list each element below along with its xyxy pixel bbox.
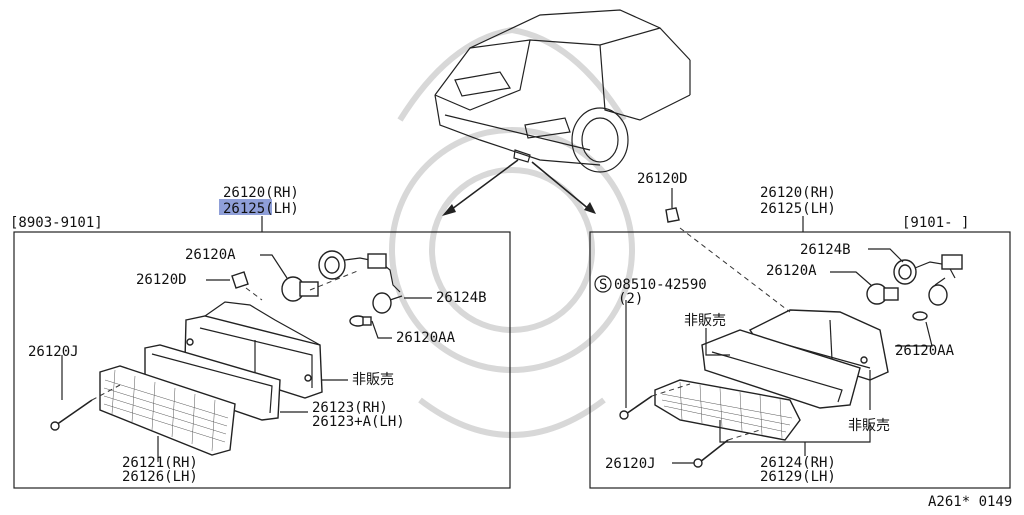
left-label-26120j: 26120J	[28, 344, 79, 360]
left-header-rh: 26120(RH)	[223, 185, 299, 201]
lens-icon	[654, 379, 801, 441]
left-label-26126-lh: 26126(LH)	[122, 469, 198, 485]
socket-icon	[893, 254, 963, 306]
right-header-lh: 26125(LH)	[760, 201, 836, 217]
screw-icon	[619, 395, 653, 420]
right-label-26120d: 26120D	[637, 171, 688, 187]
left-label-26123a-lh: 26123+A(LH)	[312, 414, 405, 430]
clip-icon	[231, 271, 249, 289]
left-date-range: [8903-9101]	[10, 215, 103, 231]
right-panel-frame	[589, 231, 1011, 489]
right-parts	[619, 254, 963, 468]
left-parts	[50, 250, 403, 456]
left-label-26120aa: 26120AA	[396, 330, 456, 346]
right-label-screw-qty: (2)	[618, 291, 643, 307]
bulb-icon	[866, 283, 899, 305]
housing-icon	[184, 301, 323, 399]
right-label-26120j: 26120J	[605, 456, 656, 472]
clip-icon	[665, 207, 680, 223]
right-label-screw-code: 08510-42590	[614, 277, 707, 293]
right-label-26120aa: 26120AA	[895, 343, 955, 359]
right-label-26124b: 26124B	[800, 242, 851, 258]
right-header-rh: 26120(RH)	[760, 185, 836, 201]
small-bulb-icon	[349, 315, 372, 327]
left-label-26124b: 26124B	[436, 290, 487, 306]
right-label-not-for-sale-1: 非販売	[684, 313, 726, 329]
right-label-26120a: 26120A	[766, 263, 817, 279]
highlight-box	[219, 199, 272, 215]
right-label-26124-rh: 26124(RH)	[760, 455, 836, 471]
screw-icon	[693, 439, 729, 468]
left-label-26120d: 26120D	[136, 272, 187, 288]
bulb-icon	[281, 276, 319, 302]
left-label-26120a: 26120A	[185, 247, 236, 263]
left-label-26123-rh: 26123(RH)	[312, 400, 388, 416]
right-label-not-for-sale-2: 非販売	[848, 418, 890, 434]
small-bulb-icon	[912, 311, 928, 321]
left-label-26121-rh: 26121(RH)	[122, 455, 198, 471]
socket-icon	[318, 250, 403, 314]
left-label-not-for-sale: 非販売	[352, 372, 394, 388]
gasket-icon	[701, 329, 861, 409]
pointer-arrows	[442, 159, 596, 216]
right-label-26129-lh: 26129(LH)	[760, 469, 836, 485]
watermark-emblem	[389, 26, 635, 438]
right-date-range: [9101- ]	[902, 215, 969, 231]
left-panel: [8903-9101] 26120(RH) 26125(LH)	[10, 185, 511, 489]
left-leaders	[61, 254, 432, 462]
right-panel: [9101- ] 26120(RH) 26125(LH) 26120D	[589, 171, 1011, 489]
left-header-lh: 26125(LH)	[223, 201, 299, 217]
lens-icon	[99, 365, 236, 456]
figure-code: A261* 0149	[928, 494, 1012, 510]
car-illustration	[434, 9, 691, 173]
s-symbol-icon	[594, 275, 612, 293]
screw-icon	[50, 399, 93, 431]
s-symbol-label: S	[599, 277, 607, 293]
right-leaders	[625, 227, 933, 464]
